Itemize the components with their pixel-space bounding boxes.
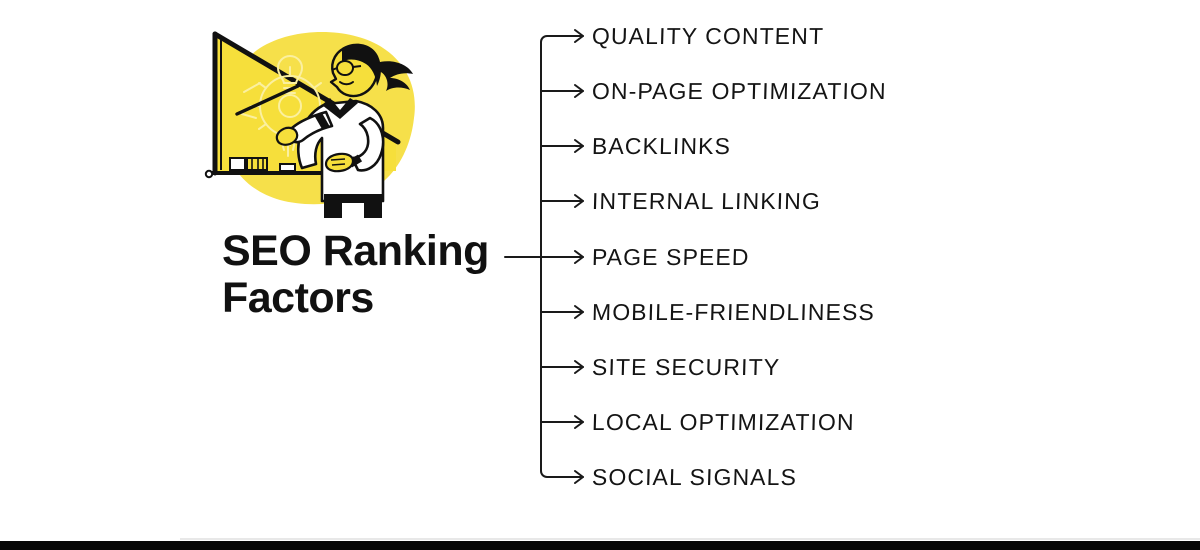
presenter-hand-right [324,152,355,173]
board-tray-markers [246,157,268,171]
presenter-cuff-left [314,112,330,130]
presenter-illustration [200,18,430,223]
presenter-trousers [324,194,382,218]
factor-item-internal-linking[interactable]: Internal Linking [591,186,822,216]
factor-item-page-speed[interactable]: Page Speed [592,242,750,272]
factor-item-local-optimization[interactable]: Local Optimization [592,407,855,437]
board-tray-chalk [279,163,296,172]
arrow-head-icon [574,29,584,43]
factor-label: Internal Linking [591,187,822,214]
factor-label: Page Speed [591,243,750,270]
presenter-hair [342,43,381,86]
page-title-line-2: Factors [222,274,374,322]
pointer-stick [235,84,300,116]
presenter-smile [339,81,354,86]
seo-factor-list: Quality Content On-Page Optimization Bac… [592,0,1152,550]
page-title-line-1: SEO Ranking [222,227,489,275]
factor-item-mobile-friendliness[interactable]: Mobile-Friendliness [591,297,876,327]
presenter-ponytail [376,61,413,91]
factor-label: Mobile-Friendliness [591,298,876,325]
arrow-head-icon [574,470,584,484]
arrow-head-icon [574,139,584,153]
arrow-head-icon [574,250,584,264]
arrow-head-icon [574,305,584,319]
footer-bar [0,541,1200,550]
factor-label: Social Signals [591,463,798,490]
presenter-collar [322,98,358,119]
factor-item-site-security[interactable]: Site Security [591,352,781,382]
board-tray-eraser [229,157,246,171]
factor-item-quality-content[interactable]: Quality Content [591,21,825,51]
arrow-head-icon [574,194,584,208]
factor-label: On-Page Optimization [591,77,887,104]
factor-label: Site Security [591,353,781,380]
factor-label: Quality Content [591,22,825,49]
board-corner-knob [204,169,214,179]
factor-label: Backlinks [591,132,732,159]
factor-item-social-signals[interactable]: Social Signals [591,462,798,492]
presenter-glasses [331,60,362,76]
arrow-head-icon [574,84,584,98]
factor-item-on-page-optimization[interactable]: On-Page Optimization [592,76,887,106]
page-title: SEO Ranking Factors [222,228,512,322]
arrow-head-icon [574,415,584,429]
connector-diagram [495,0,595,550]
arrow-head-icon [574,360,584,374]
footer-hairline [180,538,1200,540]
presenter-hand-left [275,126,299,146]
factor-item-backlinks[interactable]: Backlinks [591,131,732,161]
factor-label: Local Optimization [591,408,855,435]
